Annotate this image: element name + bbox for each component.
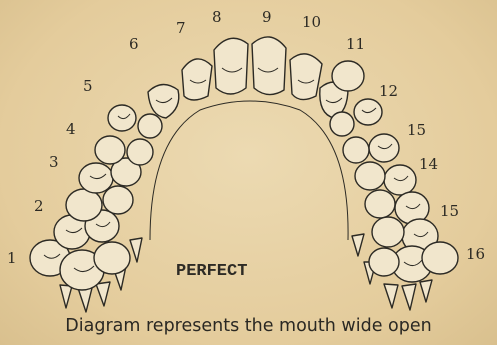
tooth-number-label: 8 [212,10,222,25]
molar [372,217,404,247]
molar [369,248,399,276]
molar [66,189,102,221]
molar [422,242,458,274]
center-label: PERFECT [176,262,247,281]
molar [355,162,385,190]
tooth-root [60,285,72,308]
premolar [95,136,125,164]
lateral-incisor [290,54,322,100]
molar [94,242,130,274]
premolar [369,134,399,162]
premolar [330,112,354,136]
tooth-number-label: 12 [379,84,398,99]
central-incisor [252,37,286,95]
tooth-number-label: 11 [346,37,365,52]
tooth-root [384,284,398,308]
tooth-number-label: 5 [83,79,93,94]
tooth-number-label: 1 [7,251,17,266]
tooth-number-label: 3 [49,155,59,170]
tooth-number-label: 6 [129,37,139,52]
canine [148,84,179,118]
tooth-root [78,288,92,312]
molar [365,190,395,218]
premolar [343,137,369,163]
tooth-number-label: 2 [34,199,44,214]
premolar [127,139,153,165]
tooth-number-label: 15 [440,204,459,219]
molar [79,163,113,193]
tooth-number-label: 14 [419,157,438,172]
caption: Diagram represents the mouth wide open [0,316,497,336]
tooth-number-label: 15 [407,123,426,138]
tooth-root [130,238,142,262]
central-incisor [214,38,248,94]
tooth-root [420,280,432,302]
premolar [354,99,382,125]
premolar [332,61,364,91]
tooth-root [402,284,416,310]
molar [103,186,133,214]
premolar [138,114,162,138]
tooth-number-label: 16 [466,247,485,262]
tooth-number-label: 7 [176,21,186,36]
tooth-number-label: 9 [262,10,272,25]
tooth-number-label: 4 [66,122,76,137]
molar [384,165,416,195]
tooth-number-label: 10 [302,15,321,30]
lateral-incisor [182,59,212,100]
tooth-root [96,282,110,306]
tooth-root [352,234,364,256]
